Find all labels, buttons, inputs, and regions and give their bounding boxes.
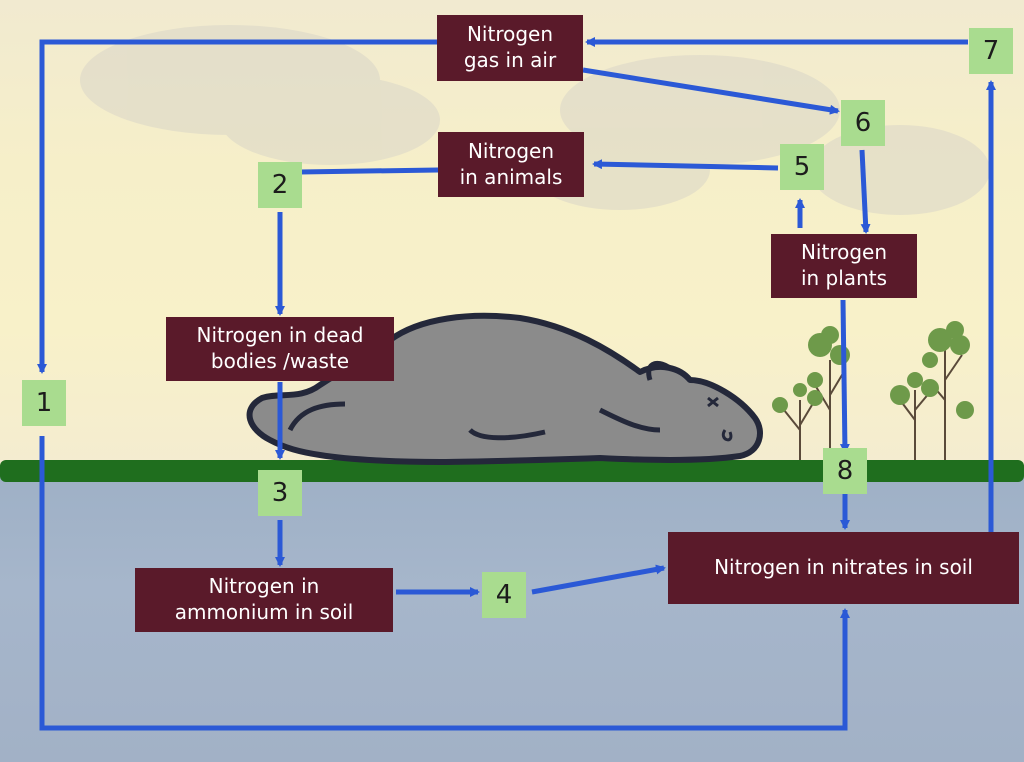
step-5-label: 5 <box>780 144 824 190</box>
arrow-step6-to-plants <box>859 149 871 234</box>
arrow-plants-to-step8 <box>839 299 850 454</box>
step-3-label: 3 <box>258 470 302 516</box>
box-nitrogen-in-animals: Nitrogen in animals <box>438 132 584 197</box>
cycle-arrows <box>37 37 996 731</box>
box-nitrogen-in-dead-bodies: Nitrogen in dead bodies /waste <box>166 317 394 381</box>
arrow-air-to-step6 <box>582 67 840 115</box>
ground-grass <box>0 460 1024 482</box>
trees <box>779 350 963 460</box>
arrow-step4-to-nitrates <box>531 564 666 595</box>
arrow-step1-to-nitrates <box>39 436 850 731</box>
step-8-label: 8 <box>823 448 867 494</box>
box-nitrogen-in-plants: Nitrogen in plants <box>771 234 917 298</box>
arrow-animals-to-step2 <box>299 167 439 175</box>
tree-foliage <box>772 321 974 419</box>
box-nitrogen-in-ammonium: Nitrogen in ammonium in soil <box>135 568 393 632</box>
box-nitrogen-gas-in-air: Nitrogen gas in air <box>437 15 583 81</box>
step-4-label: 4 <box>482 572 526 618</box>
arrow-air-to-step1 <box>37 39 440 374</box>
box-nitrogen-in-nitrates: Nitrogen in nitrates in soil <box>668 532 1019 604</box>
arrow-step5-to-animals <box>592 159 779 171</box>
step-1-label: 1 <box>22 380 66 426</box>
step-7-label: 7 <box>969 28 1013 74</box>
step-6-label: 6 <box>841 100 885 146</box>
step-2-label: 2 <box>258 162 302 208</box>
